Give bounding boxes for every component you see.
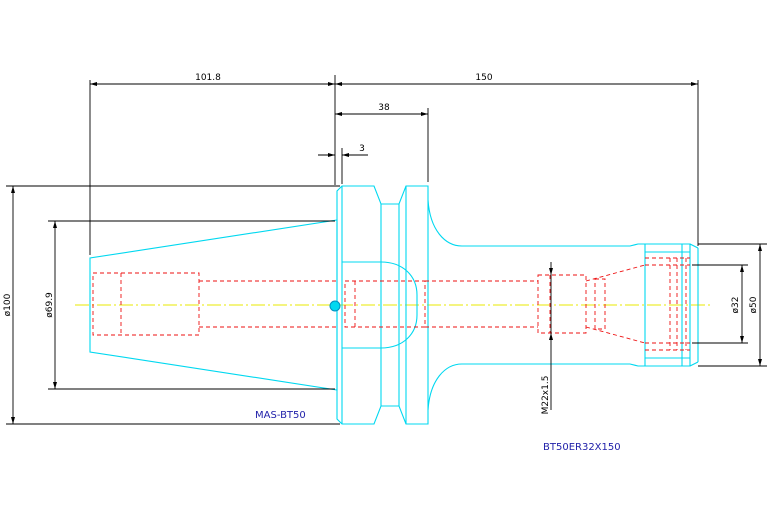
dim-flange-length: 38 xyxy=(335,103,429,182)
dim-flange-offset-text: 3 xyxy=(359,144,365,154)
dim-overall-length-text: 150 xyxy=(475,73,492,83)
dim-taper-length-text: 101.8 xyxy=(195,73,221,83)
dim-nose-diameter-text: ø50 xyxy=(749,296,759,313)
dim-thread: M22x1.5 xyxy=(541,262,553,414)
dim-taper-diameter: ø69.9 xyxy=(45,220,335,390)
dim-nose-diameter: ø50 xyxy=(698,243,767,367)
dim-flange-diameter: ø100 xyxy=(3,185,340,425)
dim-flange-offset: 3 xyxy=(318,144,368,184)
tool-holder-outline xyxy=(89,185,699,425)
dim-bore-diameter: ø32 xyxy=(692,264,748,344)
dim-taper-length: 101.8 xyxy=(89,73,336,255)
dim-flange-diameter-text: ø100 xyxy=(3,293,13,316)
dim-taper-diameter-text: ø69.9 xyxy=(45,292,55,318)
dim-bore-diameter-text: ø32 xyxy=(731,297,741,314)
dim-flange-length-text: 38 xyxy=(378,103,390,113)
gauge-point-marker xyxy=(329,300,341,312)
taper-standard-label: MAS-BT50 xyxy=(255,410,306,421)
internal-hidden-lines xyxy=(92,257,690,351)
dim-thread-text: M22x1.5 xyxy=(541,376,551,415)
collet-nose xyxy=(645,243,691,367)
dim-overall-length: 150 xyxy=(335,73,699,246)
part-number-label: BT50ER32X150 xyxy=(543,442,621,453)
